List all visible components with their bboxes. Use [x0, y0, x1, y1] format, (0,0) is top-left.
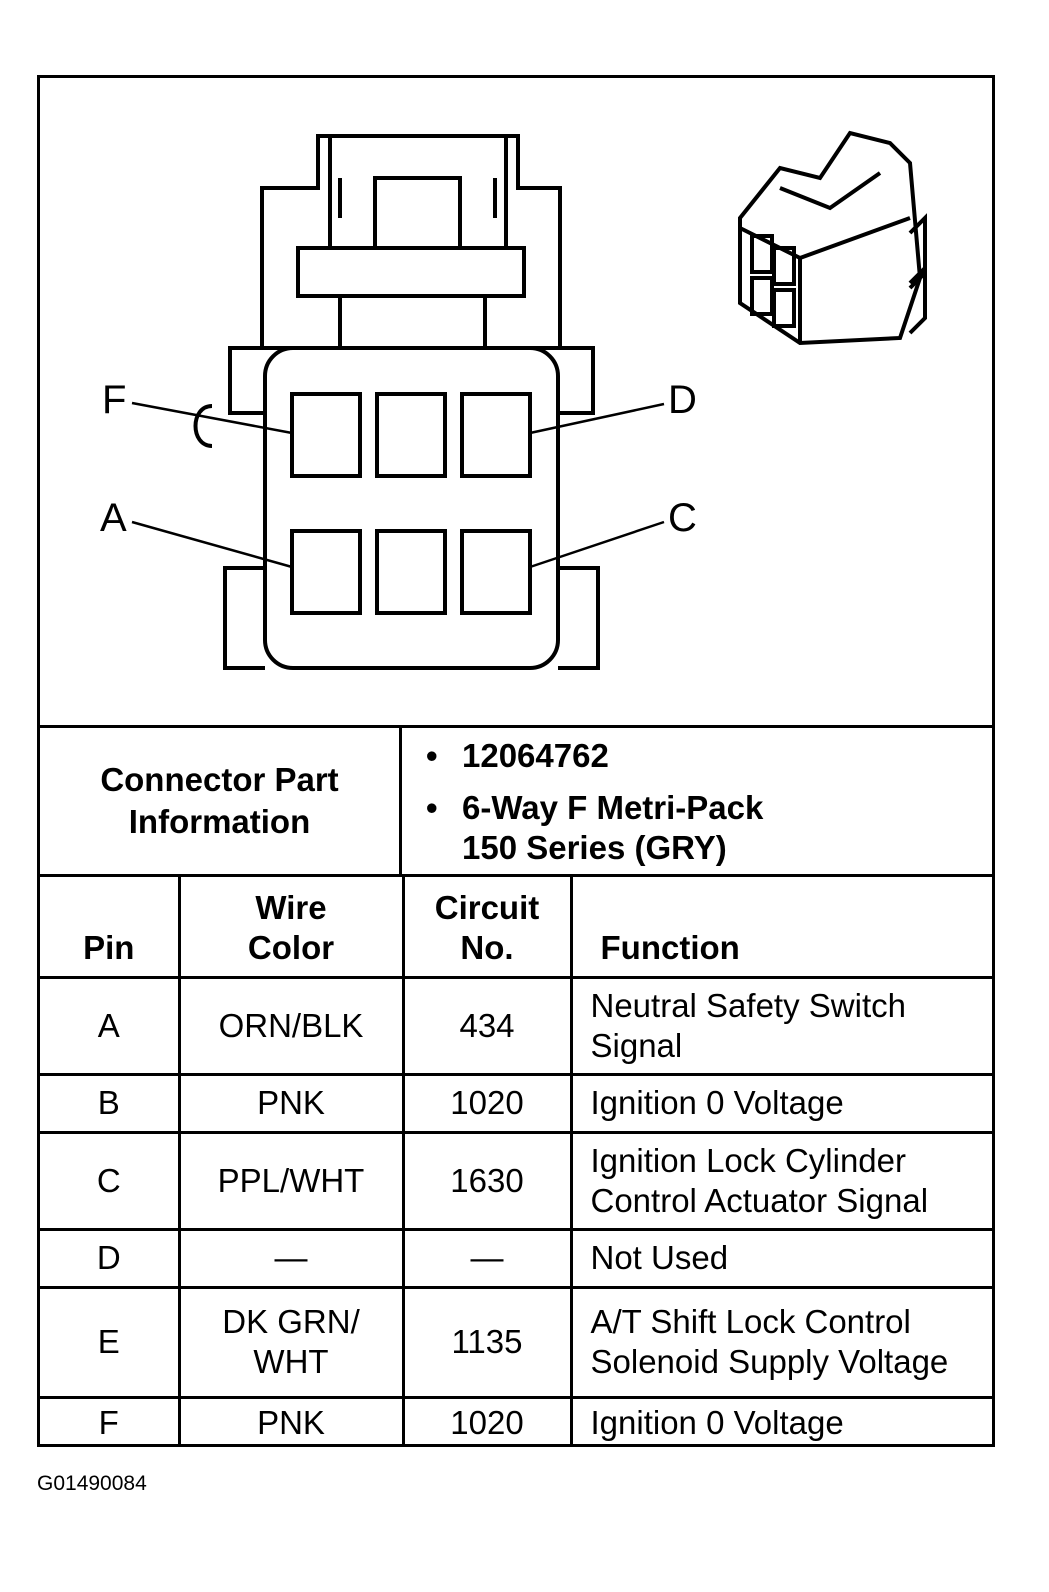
- right-ear-top: [558, 346, 595, 415]
- circuit-no-cell: —: [401, 1227, 573, 1289]
- table-row: C PPL/WHT 1630 Ignition Lock Cylinder Co…: [40, 1130, 992, 1231]
- circuit-no-cell: 434: [401, 975, 573, 1076]
- connector-figure-frame: F D A C Connector Part Information • 120…: [37, 75, 995, 1447]
- wire-color-cell: PNK: [177, 1395, 405, 1447]
- leader-c: [529, 520, 665, 569]
- wire-color-cell: —: [177, 1227, 405, 1289]
- circuit-no-cell: 1630: [401, 1130, 573, 1231]
- table-row: D — — Not Used: [40, 1227, 992, 1289]
- connector-face-diagram: [131, 130, 927, 670]
- header-pin: Pin: [40, 877, 181, 979]
- connector-info-title-cell: Connector Part Information: [40, 728, 402, 874]
- pin-cell: B: [40, 1072, 181, 1134]
- function-cell: Neutral Safety Switch Signal: [569, 975, 992, 1076]
- table-header-row: Pin Wire Color Circuit No. Function: [40, 877, 992, 979]
- header-wire-color: Wire Color: [177, 877, 405, 979]
- circuit-no-cell: 1020: [401, 1072, 573, 1134]
- circuit-no-cell: 1020: [401, 1395, 573, 1447]
- bullet-icon: •: [426, 789, 438, 826]
- function-cell: Not Used: [569, 1227, 992, 1289]
- header-function: Function: [569, 877, 992, 979]
- table-row: A ORN/BLK 434 Neutral Safety Switch Sign…: [40, 975, 992, 1076]
- pin-label-d: D: [668, 378, 697, 422]
- cavity-f: [290, 392, 362, 478]
- circuit-no-cell: 1135: [401, 1285, 573, 1399]
- connector-info-title: Connector Part Information: [100, 761, 339, 840]
- function-cell: A/T Shift Lock Control Solenoid Supply V…: [569, 1285, 992, 1399]
- latch-bar: [296, 246, 526, 298]
- connector-latch: [260, 134, 562, 350]
- bullet-icon: •: [426, 737, 438, 774]
- cavity-a: [290, 529, 362, 615]
- connector-body: [263, 346, 560, 670]
- leader-f: [131, 401, 293, 435]
- connector-info-row: Connector Part Information • 12064762 • …: [40, 725, 992, 877]
- leader-d: [529, 402, 665, 435]
- connector-info-list: • 12064762 • 6-Way F Metri-Pack 150 Seri…: [402, 728, 992, 874]
- pin-function-table: Pin Wire Color Circuit No. Function A OR…: [40, 877, 992, 1447]
- wire-color-cell: DK GRN/ WHT: [177, 1285, 405, 1399]
- latch-inner: [328, 136, 508, 250]
- pin-cell: D: [40, 1227, 181, 1289]
- pin-cell: A: [40, 975, 181, 1076]
- left-ear-top: [228, 346, 265, 415]
- header-circuit-no: Circuit No.: [401, 877, 573, 979]
- function-cell: Ignition 0 Voltage: [569, 1072, 992, 1134]
- connector-series-item: 150 Series (GRY): [462, 828, 727, 868]
- connector-type: 6-Way F Metri-Pack: [462, 789, 764, 826]
- pin-label-f: F: [102, 378, 127, 422]
- table-row: E DK GRN/ WHT 1135 A/T Shift Lock Contro…: [40, 1285, 992, 1399]
- wire-color-cell: ORN/BLK: [177, 975, 405, 1076]
- right-ear-bottom: [558, 566, 600, 670]
- figure-id: G01490084: [37, 1472, 147, 1495]
- left-ear-bottom: [223, 566, 265, 670]
- connector-series: 150 Series (GRY): [462, 829, 727, 866]
- pin-cell: E: [40, 1285, 181, 1399]
- table-row: F PNK 1020 Ignition 0 Voltage: [40, 1395, 992, 1447]
- cavity-b: [375, 529, 447, 615]
- part-number: 12064762: [462, 737, 609, 774]
- function-cell: Ignition 0 Voltage: [569, 1395, 992, 1447]
- function-cell: Ignition Lock Cylinder Control Actuator …: [569, 1130, 992, 1231]
- cavity-e: [375, 392, 447, 478]
- pin-label-a: A: [100, 496, 127, 540]
- table-row: B PNK 1020 Ignition 0 Voltage: [40, 1072, 992, 1134]
- wire-color-cell: PPL/WHT: [177, 1130, 405, 1231]
- part-number-item: • 12064762: [426, 736, 609, 776]
- wire-color-cell: PNK: [177, 1072, 405, 1134]
- leader-a: [131, 520, 293, 569]
- cavity-c: [460, 529, 532, 615]
- cavity-d: [460, 392, 532, 478]
- pin-label-c: C: [668, 496, 697, 540]
- pin-cell: C: [40, 1130, 181, 1231]
- connector-type-item: • 6-Way F Metri-Pack: [426, 788, 764, 828]
- connector-isometric-view: [738, 130, 927, 346]
- pin-cell: F: [40, 1395, 181, 1447]
